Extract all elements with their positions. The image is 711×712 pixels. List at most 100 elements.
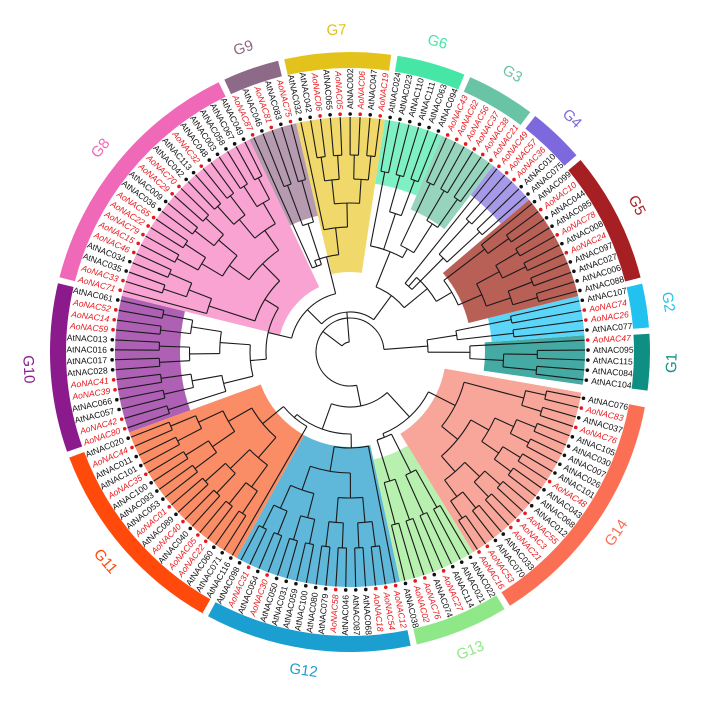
- leaf-label: AtNAC084: [592, 366, 633, 379]
- branch-segment: [198, 410, 224, 423]
- group-label-g9: G9: [231, 37, 256, 60]
- branch-segment: [345, 547, 348, 587]
- branch-segment: [115, 357, 160, 361]
- leaf-dot: [493, 538, 498, 543]
- branch-segment: [325, 256, 337, 294]
- branch-segment: [486, 297, 511, 307]
- branch-segment: [335, 497, 339, 523]
- group-fill-g9: [249, 123, 318, 226]
- group-arc-g10: [49, 283, 83, 452]
- branch-segment: [497, 487, 524, 512]
- branch-segment: [523, 244, 560, 264]
- leaf-dot: [558, 462, 562, 467]
- leaf-dot: [163, 199, 168, 204]
- branch-segment: [469, 358, 504, 362]
- branch-segment: [401, 248, 408, 258]
- branch-segment: [481, 203, 533, 246]
- branch-segment: [362, 547, 367, 587]
- branch-segment: [331, 179, 335, 204]
- branch-segment: [168, 390, 227, 411]
- branch-segment: [515, 227, 550, 250]
- branch-segment: [536, 365, 585, 371]
- branch-segment: [410, 130, 429, 180]
- branch-segment: [378, 545, 386, 585]
- branch-segment: [341, 522, 344, 548]
- leaf-dot: [542, 488, 546, 492]
- branch-segment: [202, 168, 228, 199]
- leaf-label: AtNAC068: [361, 594, 374, 635]
- branch-segment: [426, 137, 447, 182]
- branch-segment: [257, 436, 277, 459]
- branch-segment: [402, 127, 420, 177]
- leaf-dot: [298, 117, 303, 122]
- branch-segment: [307, 493, 315, 518]
- branch-segment: [538, 290, 578, 303]
- group-fill-g1: [483, 335, 585, 385]
- branch-segment: [444, 479, 458, 497]
- branch-segment: [519, 235, 555, 257]
- branch-arc: [315, 317, 385, 387]
- group-arc-g13: [413, 595, 505, 645]
- branch-segment: [419, 515, 443, 569]
- branch-segment: [478, 504, 502, 533]
- leaf-dot: [191, 170, 196, 175]
- branch-segment: [308, 519, 316, 544]
- leaf-dot: [274, 576, 279, 581]
- branch-segment: [369, 171, 386, 247]
- branch-arc: [226, 192, 234, 199]
- branch-segment: [453, 156, 482, 198]
- leaf-dot: [161, 497, 165, 501]
- leaf-dot: [555, 233, 559, 237]
- branch-segment: [415, 469, 438, 508]
- group-label-g14: G14: [601, 516, 631, 549]
- branch-segment: [307, 223, 322, 265]
- branch-arc: [249, 344, 254, 377]
- leaf-label: AoNAC19: [376, 72, 391, 112]
- leaf-dot: [134, 454, 139, 459]
- leaf-dot: [232, 142, 237, 146]
- leaf-label: AtNAC077: [591, 321, 633, 335]
- leaf-dot: [113, 388, 117, 392]
- branch-segment: [262, 504, 275, 528]
- leaf-dot: [398, 117, 402, 122]
- branch-segment: [530, 438, 562, 455]
- branch-segment: [510, 432, 529, 444]
- branch-segment: [130, 421, 170, 438]
- leaf-dot: [170, 192, 174, 196]
- leaf-dot: [477, 550, 481, 554]
- leaf-dot: [504, 171, 509, 175]
- branch-segment: [357, 117, 361, 156]
- branch-segment: [502, 266, 526, 279]
- branch-arc: [366, 155, 376, 158]
- leaf-dot: [149, 480, 153, 485]
- leaf-dot: [343, 588, 348, 592]
- group-arc-g5: [568, 160, 641, 282]
- branch-segment: [185, 440, 209, 456]
- leaf-dot: [509, 525, 513, 530]
- branch-segment: [191, 326, 222, 333]
- branch-segment: [223, 515, 247, 551]
- branch-arc: [185, 282, 193, 297]
- leaf-label: AoNAC06: [310, 71, 325, 111]
- branch-segment: [411, 257, 444, 290]
- branch-arc: [328, 521, 344, 524]
- branch-segment: [440, 146, 465, 190]
- branch-arc: [395, 174, 404, 178]
- branch-arc: [443, 280, 459, 306]
- branch-segment: [337, 155, 340, 180]
- leaf-dot: [578, 288, 582, 293]
- branch-segment: [218, 156, 241, 189]
- leaf-dot: [188, 526, 193, 531]
- leaf-dot: [568, 260, 573, 264]
- branch-segment: [159, 360, 190, 363]
- branch-segment: [435, 291, 453, 302]
- branch-segment: [335, 547, 339, 587]
- branch-segment: [375, 251, 391, 288]
- branch-arc: [221, 375, 227, 392]
- branch-segment: [494, 458, 512, 472]
- leaf-dot: [550, 224, 554, 228]
- branch-segment: [320, 157, 326, 181]
- leaf-dot: [423, 576, 427, 580]
- leaf-dot: [544, 215, 549, 220]
